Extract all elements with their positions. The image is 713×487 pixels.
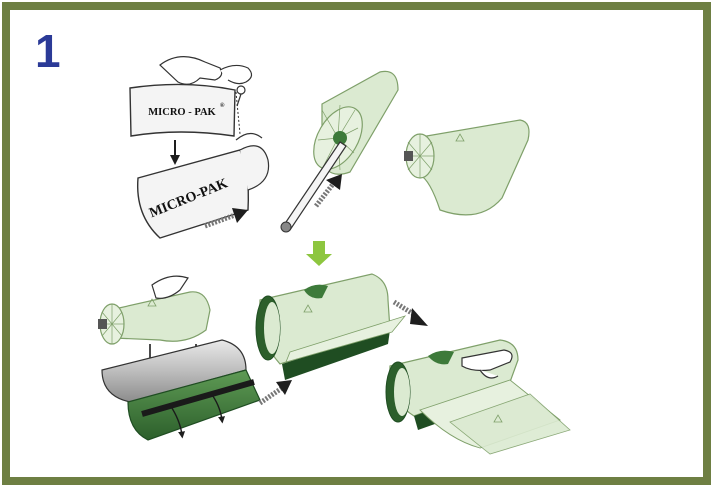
- down-arrow-icon: [306, 241, 332, 266]
- package-brand-top: MICRO - PAK: [148, 107, 216, 118]
- trademark-mark: ®: [220, 102, 225, 109]
- loaded-dispenser: [256, 274, 405, 380]
- illustration-panel: 1 MICRO - PAK ®: [10, 10, 703, 477]
- package-bottom: MICRO-PAK: [138, 133, 269, 238]
- film-roll-with-hand: [98, 292, 210, 344]
- scissors-icon: [237, 86, 245, 106]
- package-top: MICRO - PAK ®: [130, 84, 240, 136]
- film-roll: [404, 120, 529, 215]
- right-arrow-icon: [260, 380, 292, 403]
- hand-icon: [160, 57, 252, 85]
- roll-on-rod: [281, 71, 398, 232]
- open-dispenser: [102, 340, 260, 440]
- instruction-illustration: MICRO - PAK ® MICRO-PAK: [10, 10, 703, 477]
